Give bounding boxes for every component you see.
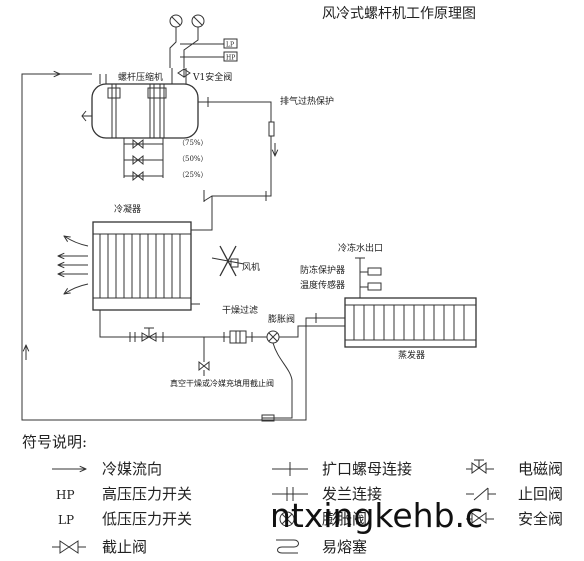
legend-item-text: 冷媒流向: [102, 460, 162, 478]
antifreeze-sensor: [367, 267, 382, 276]
screw-compressor: [91, 83, 199, 139]
air-flow-arrows: [58, 236, 89, 294]
stop-valve-icon: [141, 332, 157, 342]
legend: 冷媒流向 HP 高压压力开关 LP 低压压力开关 截止阀 扩口螺母连接 发兰连接…: [52, 459, 563, 556]
lp-label: LP: [226, 42, 234, 49]
watermark: ntxingkehb.c: [270, 496, 483, 535]
pressure-gauge-icon: [169, 14, 205, 28]
hp-label: HP: [226, 55, 235, 62]
vacuum-note-label: 真空干燥或冷媒充填用截止阀: [170, 378, 274, 388]
condenser-label: 冷凝器: [114, 203, 141, 215]
expansion-valve-label: 膨胀阀: [268, 313, 295, 325]
expansion-valve-icon: [279, 511, 295, 527]
vacuum-stop-valve-icon: [198, 360, 210, 372]
exhaust-protect-label: 排气过热保护: [280, 95, 334, 107]
evaporator: [344, 297, 477, 348]
diagram-title: 风冷式螺杆机工作原理图: [322, 6, 476, 22]
dryer-filter-label: 干燥过滤: [222, 304, 258, 316]
legend-symbol: HP: [56, 488, 75, 502]
legend-item-text: 高压压力开关: [102, 485, 192, 503]
solenoid-valve-icon: [132, 138, 144, 182]
fan-icon: [211, 245, 245, 277]
legend-item-text: 膨胀阀: [322, 510, 367, 528]
antifreeze-label: 防冻保护器: [300, 264, 345, 276]
check-valve-icon: [466, 487, 496, 501]
check-valve-icon: [203, 190, 213, 202]
temp-sensor: [367, 282, 382, 291]
temp-sensor-label: 温度传感器: [300, 279, 345, 291]
hp-switch-icon: [223, 51, 238, 62]
flare-nut-icon: [272, 462, 308, 476]
pct75-label: （75%）: [178, 139, 208, 147]
legend-item-text: 安全阀: [518, 510, 563, 528]
safety-valve-icon: [466, 512, 494, 524]
safety-valve-label: V1安全阀: [192, 71, 232, 83]
safety-valve-icon: [177, 68, 191, 78]
dryer-filter: [229, 330, 247, 344]
legend-item-text: 电磁阀: [518, 460, 563, 478]
lp-switch-icon: [223, 38, 238, 49]
pct25-label: （25%）: [178, 171, 208, 179]
exhaust-protect-sensor: [268, 121, 275, 137]
pct50-label: （50%）: [178, 155, 208, 163]
legend-symbol: LP: [58, 513, 74, 527]
solenoid-valve-icon: [466, 459, 494, 474]
legend-item-text: 低压压力开关: [102, 510, 192, 528]
legend-item-text: 止回阀: [518, 485, 563, 503]
legend-item-text: 截止阀: [102, 538, 147, 556]
stop-valve-icon: [52, 540, 86, 554]
expansion-valve-icon: [266, 330, 280, 344]
legend-item-text: 易熔塞: [322, 538, 367, 556]
evaporator-label: 蒸发器: [398, 349, 425, 361]
compressor-label: 螺杆压缩机: [118, 71, 163, 83]
chilled-water-out-label: 冷冻水出口: [338, 242, 383, 254]
fusible-plug-icon: [276, 539, 299, 554]
legend-heading: 符号说明:: [22, 433, 87, 451]
fan-label: 风机: [242, 261, 260, 273]
flange-icon: [272, 487, 308, 501]
legend-item-text: 扩口螺母连接: [322, 460, 412, 478]
legend-item-text: 发兰连接: [322, 485, 382, 503]
condenser: [92, 205, 213, 311]
